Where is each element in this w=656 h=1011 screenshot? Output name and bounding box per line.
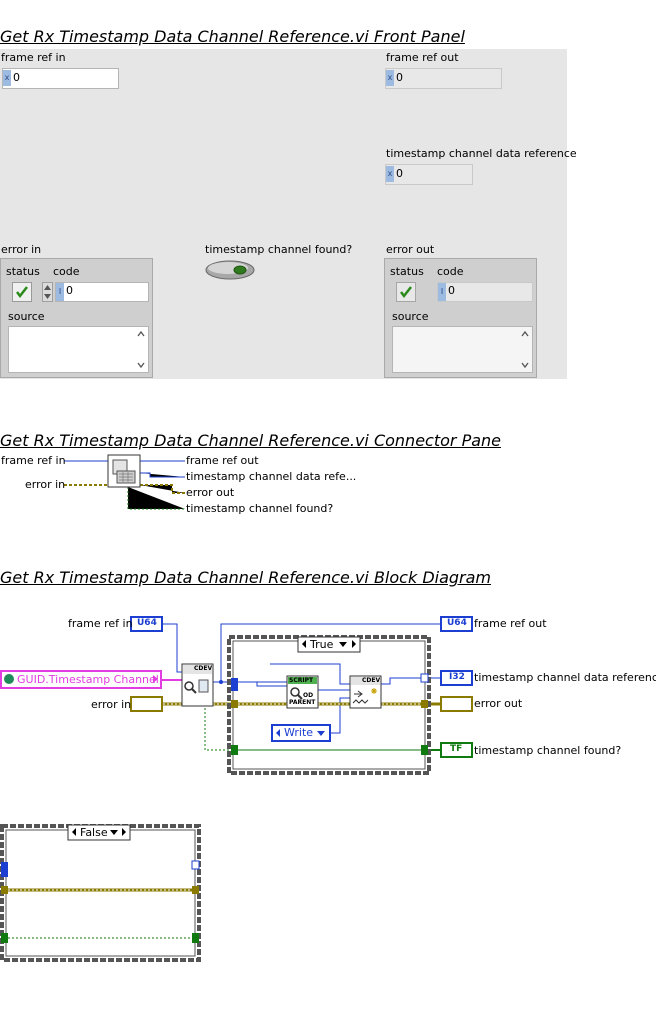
front-panel-title: Get Rx Timestamp Data Channel Reference.…	[0, 27, 465, 46]
bd-u64-out-terminal[interactable]: U64	[447, 618, 467, 628]
connector-output-error-out: error out	[186, 486, 235, 499]
case-structure-false: False	[0, 824, 201, 962]
error-out-source-textbox	[392, 326, 533, 373]
scrollbar[interactable]	[134, 327, 148, 372]
frame-ref-out-label: frame ref out	[386, 51, 459, 64]
radix-icon: I	[56, 283, 64, 301]
diagram-wires	[0, 616, 473, 775]
bd-tf-out-terminal[interactable]: TF	[450, 744, 463, 754]
bd-write-enum[interactable]: Write	[284, 726, 314, 739]
frame-ref-out-value: 0	[396, 71, 403, 84]
false-case-frame	[0, 824, 201, 962]
error-in-source-textbox[interactable]	[8, 326, 149, 373]
led-icon	[205, 260, 255, 280]
connector-output-frame-ref-out: frame ref out	[186, 454, 259, 467]
bd-case-selector-true[interactable]: True	[310, 638, 334, 651]
timestamp-ref-value: 0	[396, 167, 403, 180]
bd-case-selector-false[interactable]: False	[80, 826, 108, 839]
error-in-code-label: code	[53, 265, 80, 278]
found-led-indicator	[204, 259, 256, 281]
connector-pane: frame ref in error in frame ref out time…	[0, 453, 360, 523]
block-diagram-title: Get Rx Timestamp Data Channel Reference.…	[0, 568, 492, 587]
error-in-status-label: status	[6, 265, 40, 278]
timestamp-ref-label: timestamp channel data reference	[386, 147, 577, 160]
bd-script-label: SCRIPT	[289, 677, 314, 684]
bd-cdev-label: CDEV	[194, 665, 213, 672]
connector-input-frame-ref-in: frame ref in	[1, 454, 66, 467]
connector-wires	[64, 454, 185, 510]
error-out-code-value: 0	[448, 284, 455, 297]
block-diagram: frame ref in U64 GUID.Timestamp Channel …	[0, 600, 656, 780]
error-out-label: error out	[386, 243, 435, 256]
bd-frame-ref-out-label: frame ref out	[474, 617, 547, 630]
bd-od-label: OD	[303, 692, 314, 699]
error-in-source-label: source	[8, 310, 45, 323]
error-out-status-label: status	[390, 265, 424, 278]
scroll-arrows-icon	[521, 330, 529, 369]
radix-icon: x	[386, 166, 394, 182]
bd-timestamp-ref-out-label: timestamp channel data reference	[474, 671, 656, 684]
scroll-arrows-icon	[137, 330, 145, 369]
error-in-status-checkbox[interactable]	[12, 282, 32, 302]
radix-icon: I	[438, 283, 446, 301]
checkmark-icon	[16, 286, 28, 299]
bd-error-out-label: error out	[474, 697, 523, 710]
stepper-arrows-icon	[44, 285, 51, 299]
connector-input-error-in: error in	[25, 478, 66, 491]
found-label: timestamp channel found?	[205, 243, 353, 256]
bd-frame-ref-in-label: frame ref in	[68, 617, 133, 630]
bd-error-in-label: error in	[91, 698, 132, 711]
error-out-source-label: source	[392, 310, 429, 323]
scrollbar[interactable]	[518, 327, 532, 372]
connector-output-timestamp-ref: timestamp channel data refe...	[186, 470, 357, 483]
error-in-code-stepper[interactable]	[42, 282, 53, 302]
error-out-status-indicator	[396, 282, 416, 302]
bd-found-out-label: timestamp channel found?	[474, 744, 622, 757]
frame-ref-in-label: frame ref in	[1, 51, 66, 64]
frame-ref-in-value: 0	[13, 71, 20, 84]
bd-cdev-write-label: CDEV	[362, 677, 381, 684]
connector-pane-title: Get Rx Timestamp Data Channel Reference.…	[0, 431, 501, 450]
radix-icon: x	[386, 70, 394, 86]
error-out-code-label: code	[437, 265, 464, 278]
bd-parent-label: PARENT	[289, 699, 316, 706]
radix-icon: x	[3, 70, 11, 86]
connector-output-found: timestamp channel found?	[186, 502, 334, 515]
error-in-code-value: 0	[66, 284, 73, 297]
bd-guid-constant[interactable]: GUID.Timestamp Channel	[17, 673, 159, 686]
bd-u64-in-terminal[interactable]: U64	[137, 618, 157, 628]
error-in-label: error in	[1, 243, 42, 256]
bd-i32-out-terminal[interactable]: I32	[449, 672, 465, 682]
checkmark-icon	[400, 286, 412, 299]
